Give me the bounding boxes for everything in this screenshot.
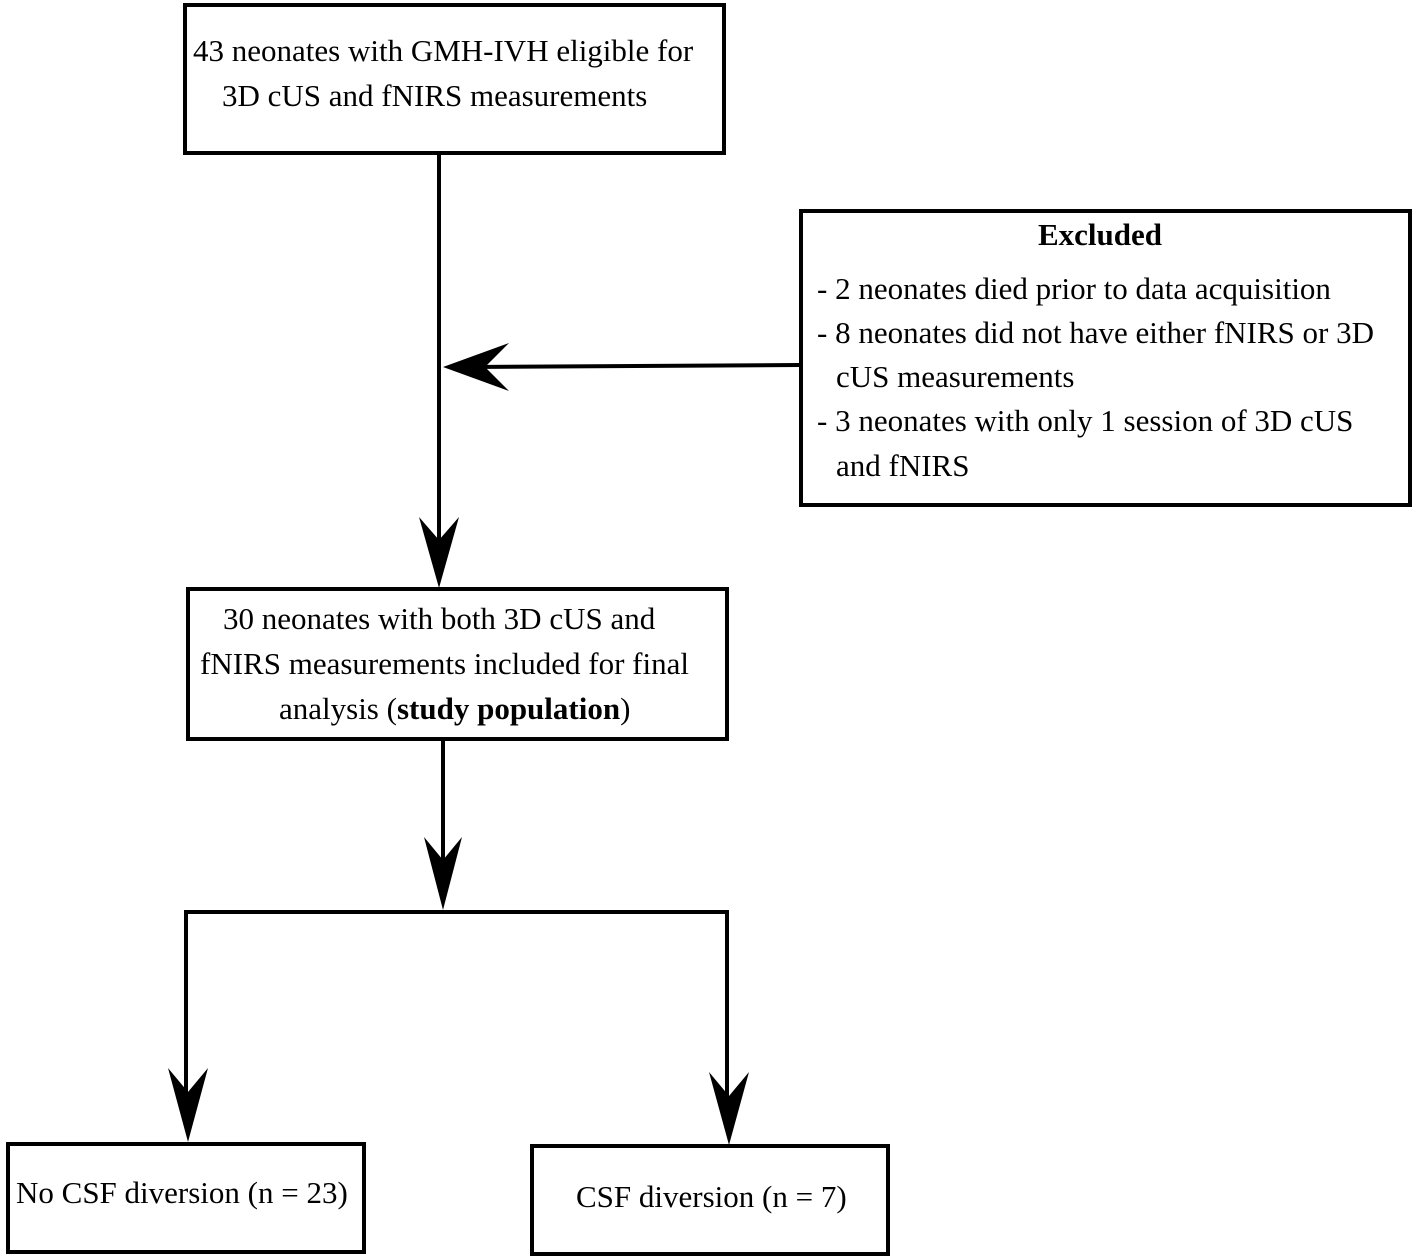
- excluded-item-1: - 2 neonates died prior to data acquisit…: [817, 271, 1331, 306]
- excluded-item-2-line-1: - 8 neonates did not have either fNIRS o…: [817, 315, 1375, 350]
- study-line-3-pre: analysis (: [279, 691, 397, 726]
- study-line-3: analysis (study population): [279, 686, 630, 731]
- study-line-1: 30 neonates with both 3D cUS and: [223, 601, 656, 636]
- excluded-item-2-line-2: cUS measurements: [836, 359, 1075, 394]
- csf-diversion-box: [530, 1144, 890, 1256]
- no-csf-diversion-label: No CSF diversion (n = 23): [16, 1175, 348, 1210]
- csf-diversion-label: CSF diversion (n = 7): [576, 1179, 847, 1214]
- study-population-box: [186, 587, 729, 741]
- no-csf-diversion-box: [6, 1142, 366, 1254]
- study-population-label: study population: [396, 691, 621, 726]
- arrowhead-to-csf: [709, 1072, 749, 1145]
- excluded-box: [799, 209, 1412, 507]
- study-line-3-post: ): [620, 691, 631, 726]
- arrowhead-from-excluded: [443, 343, 509, 391]
- arrowhead-to-split: [424, 837, 462, 910]
- excluded-item-3-line-2: and fNIRS: [836, 448, 970, 483]
- arrowhead-to-no-csf: [168, 1068, 208, 1142]
- study-line-2: fNIRS measurements included for final: [200, 646, 689, 681]
- excluded-item-3-line-1: - 3 neonates with only 1 session of 3D c…: [817, 403, 1354, 438]
- eligible-line-2: 3D cUS and fNIRS measurements: [222, 78, 648, 113]
- connector-excluded: [469, 363, 801, 369]
- eligible-box: [183, 3, 726, 155]
- eligible-line-1: 43 neonates with GMH-IVH eligible for: [193, 33, 694, 68]
- excluded-title: Excluded: [1038, 217, 1163, 252]
- connector-split: [184, 910, 729, 1110]
- arrowhead-to-study: [419, 517, 459, 588]
